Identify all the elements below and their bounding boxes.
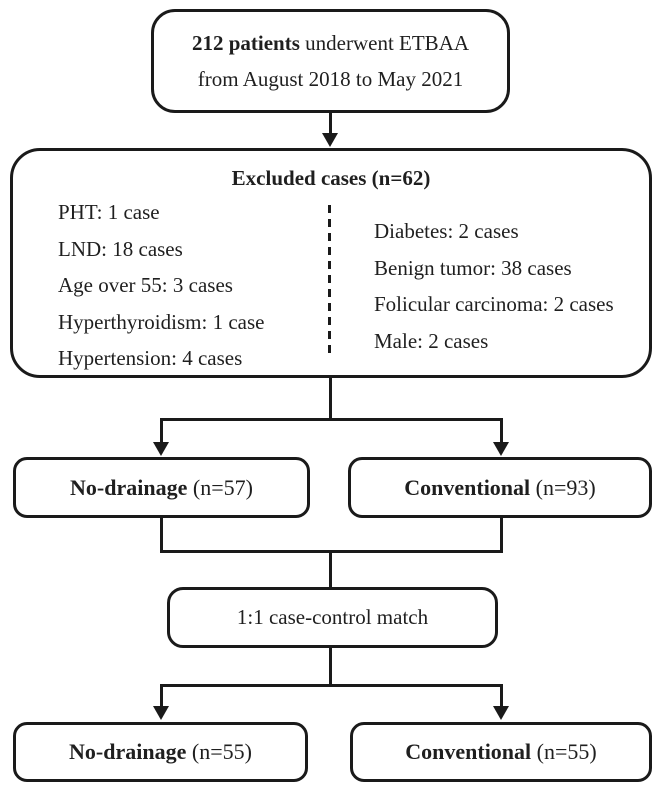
group-count: (n=55) [531,739,597,764]
group-label: No-drainage (n=57) [70,475,253,501]
excluded-item: Hypertension: 4 cases [58,346,243,370]
excluded-item: LND: 18 cases [58,236,183,261]
group-count: (n=55) [186,739,252,764]
group-label: Conventional (n=55) [405,739,596,765]
arrow-down-icon [493,442,509,456]
enrollment-line2: from August 2018 to May 2021 [197,67,464,91]
excluded-column-divider [328,205,331,358]
excluded-box: Excluded cases (n=62) [10,148,652,378]
enrollment-box: 212 patients underwent ETBAA from August… [151,9,510,113]
match-label: 1:1 case-control match [236,605,429,629]
excluded-right-column: Diabetes: 2 cases Benign tumor: 38 cases… [374,213,614,359]
group-name: Conventional [404,474,531,500]
group-count: (n=57) [187,474,253,500]
connector-to-conventional-55 [500,684,503,708]
excluded-item: Hyperthyroidism: 1 case [58,309,265,334]
connector-match-stem [329,648,332,687]
connector-to-conventional-93 [500,418,503,444]
excluded-item: Folicular carcinoma: 2 cases [374,292,614,316]
connector-from-conventional-93 [500,518,503,553]
connector-from-nodrainage-57 [160,518,163,553]
conventional-93-box: Conventional (n=93) [348,457,652,518]
excluded-item: Male: 2 cases [374,328,489,353]
enrollment-count: 212 patients [191,31,300,55]
group-name: No-drainage [69,739,187,764]
excluded-left-column: PHT: 1 case LND: 18 cases Age over 55: 3… [58,194,264,377]
group-name: Conventional [405,739,532,764]
no-drainage-57-box: No-drainage (n=57) [13,457,310,518]
group-label: Conventional (n=93) [404,475,595,501]
group-name: No-drainage [70,474,188,500]
enrollment-line1: 212 patients underwent ETBAA [192,25,469,61]
connector-excluded-stem [329,378,332,421]
connector-to-nodrainage-57 [160,418,163,444]
connector-split-1 [160,418,503,421]
connector-to-nodrainage-55 [160,684,163,708]
no-drainage-55-box: No-drainage (n=55) [13,722,308,782]
arrow-down-icon [493,706,509,720]
arrow-down-icon [153,442,169,456]
conventional-55-box: Conventional (n=55) [350,722,652,782]
arrow-down-icon [153,706,169,720]
excluded-title: Excluded cases (n=62) [231,166,431,190]
excluded-item: Diabetes: 2 cases [374,219,519,243]
group-count: (n=93) [530,474,596,500]
excluded-item: Age over 55: 3 cases [58,273,233,297]
arrow-down-icon [322,133,338,147]
connector-top-to-excluded [329,113,332,135]
enrollment-line1-rest: underwent ETBAA [299,31,470,55]
connector-merge-stem [329,550,332,587]
connector-split-2 [160,684,503,687]
group-label: No-drainage (n=55) [69,739,252,765]
excluded-item: PHT: 1 case [58,200,160,224]
case-control-match-box: 1:1 case-control match [167,587,498,648]
excluded-item: Benign tumor: 38 cases [374,255,572,280]
